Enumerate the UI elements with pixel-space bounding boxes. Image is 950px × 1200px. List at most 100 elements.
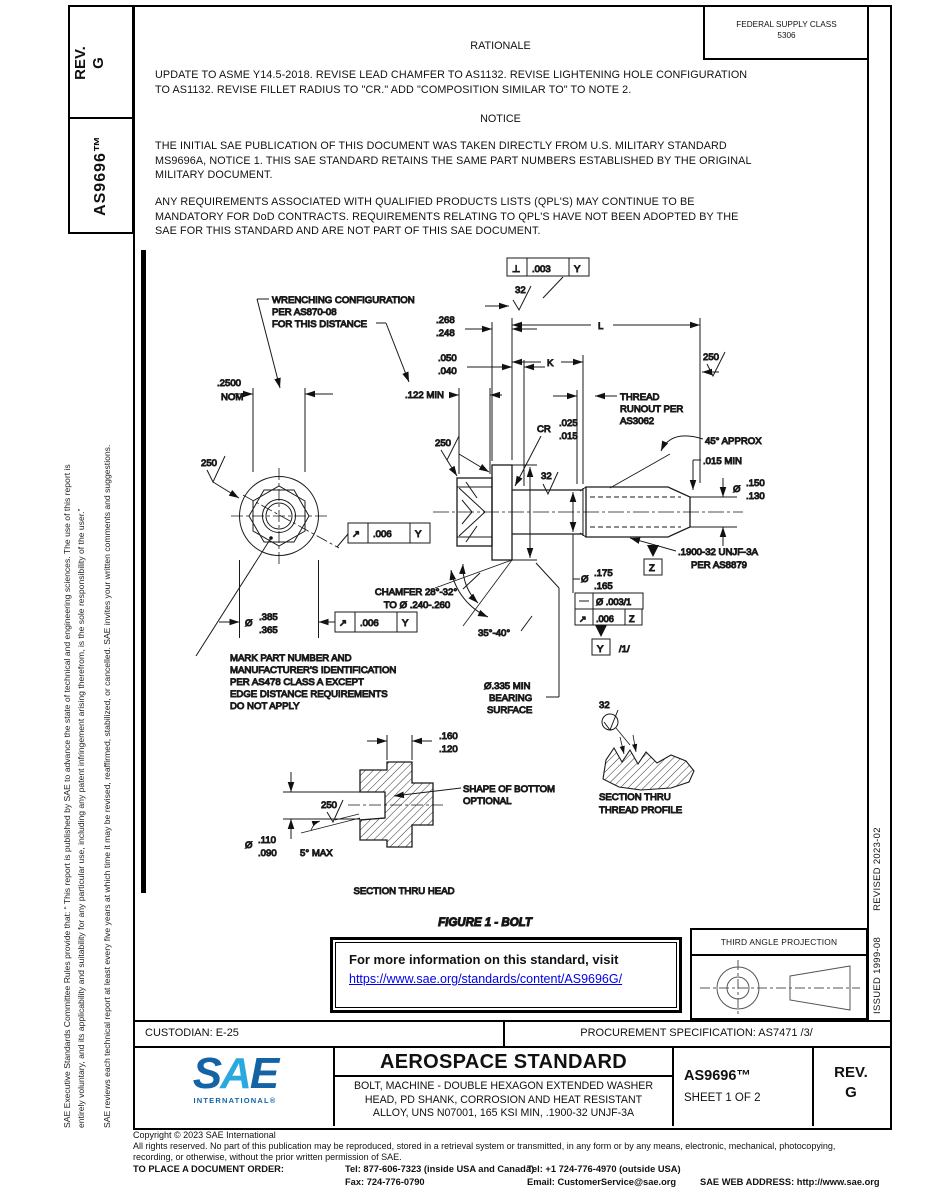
front-view bbox=[231, 468, 340, 564]
note-line: OPTIONAL bbox=[463, 796, 512, 807]
dim-150-130: Ø .150 .130 bbox=[690, 478, 765, 546]
dim-label: .175 bbox=[594, 568, 613, 579]
finish-label: 250 bbox=[435, 438, 451, 449]
fcf-value: .006 bbox=[596, 614, 614, 624]
title-rule bbox=[335, 1075, 672, 1077]
dim-label: K bbox=[547, 358, 554, 369]
fsc-value: 5306 bbox=[777, 31, 796, 40]
third-angle-projection-box: THIRD ANGLE PROJECTION bbox=[690, 928, 868, 1020]
spine-doc-number: AS9696™ bbox=[92, 135, 109, 216]
perpendicularity-symbol: ⊥ bbox=[512, 264, 520, 275]
figure-caption: FIGURE 1 - BOLT bbox=[438, 917, 533, 929]
dim-label: .165 bbox=[594, 581, 613, 592]
right-column-divider bbox=[867, 5, 869, 1020]
dim-label: Ø bbox=[733, 484, 741, 495]
third-angle-symbol bbox=[700, 960, 860, 1016]
dim-L: L bbox=[511, 318, 701, 483]
projection-title: THIRD ANGLE PROJECTION bbox=[692, 930, 866, 956]
thread-runout-note: THREAD RUNOUT PER AS3062 bbox=[553, 390, 684, 484]
notice-paragraph-2: ANY REQUIREMENTS ASSOCIATED WITH QUALIFI… bbox=[155, 195, 865, 239]
note-line: DO NOT APPLY bbox=[230, 701, 300, 712]
order-tel2: Tel: +1 724-776-4970 (outside USA) bbox=[527, 1164, 681, 1174]
logo-letter-e: E bbox=[249, 1049, 279, 1098]
standard-link[interactable]: https://www.sae.org/standards/content/AS… bbox=[349, 972, 623, 986]
federal-supply-class-box: FEDERAL SUPPLY CLASS 5306 bbox=[703, 5, 868, 60]
fcf-datum: Z bbox=[629, 614, 635, 624]
bearing-surface-note: Ø.335 MIN BEARING SURFACE bbox=[484, 464, 560, 717]
section-caption: SECTION THRU HEAD bbox=[353, 886, 454, 897]
notice-paragraph-1: THE INITIAL SAE PUBLICATION OF THIS DOCU… bbox=[155, 139, 865, 183]
section-thru-thread-profile: 32 SECTION THRU THREAD PROFILE bbox=[599, 700, 695, 817]
note-line: TO Ø .240-.260 bbox=[384, 600, 450, 611]
notice-title: NOTICE bbox=[480, 113, 521, 125]
issued-date: ISSUED 1999-08 bbox=[872, 936, 883, 1014]
rights-text: All rights reserved. No part of this pub… bbox=[133, 1141, 943, 1163]
dim-015-min: .015 MIN bbox=[689, 456, 742, 490]
order-label: TO PLACE A DOCUMENT ORDER: bbox=[133, 1164, 284, 1174]
logo-letter-a: A bbox=[220, 1049, 252, 1098]
notice1-line2: MS9696A, NOTICE 1. THIS SAE STANDARD RET… bbox=[155, 154, 752, 167]
rights-line2: recording, or otherwise, without the pri… bbox=[133, 1152, 402, 1162]
note-line: CHAMFER 28°-32° bbox=[375, 587, 457, 598]
dim-label: .150 bbox=[746, 478, 765, 489]
procurement-spec: PROCUREMENT SPECIFICATION: AS7471 /3/ bbox=[580, 1027, 813, 1039]
rev-label: REV. bbox=[834, 1064, 868, 1081]
note-line: MARK PART NUMBER AND bbox=[230, 653, 352, 664]
note-line: THREAD bbox=[620, 392, 660, 403]
logo-letter-s: S bbox=[192, 1049, 222, 1098]
dim-label: .040 bbox=[438, 366, 457, 377]
fsc-label: FEDERAL SUPPLY CLASS bbox=[736, 20, 837, 29]
notice1-line1: THE INITIAL SAE PUBLICATION OF THIS DOCU… bbox=[155, 140, 727, 152]
title-block-row1 bbox=[133, 1020, 890, 1048]
rationale-line2: TO AS1132. REVISE FILLET RADIUS TO "CR."… bbox=[155, 83, 632, 96]
wrenching-note: WRENCHING CONFIGURATION PER AS870-08 FOR… bbox=[256, 295, 415, 389]
datum-y: Y bbox=[597, 644, 604, 655]
finish-label: 32 bbox=[541, 471, 552, 482]
rev-cell: REV. G bbox=[812, 1063, 890, 1103]
dim-label: CR bbox=[537, 424, 551, 435]
rationale-text: UPDATE TO ASME Y14.5-2018. REVISE LEAD C… bbox=[155, 68, 865, 97]
note-line: Ø.335 MIN bbox=[484, 681, 530, 692]
left-legal-note-line2: entirely voluntary, and its applicabilit… bbox=[76, 508, 86, 1128]
rev-spine-box: REV. G bbox=[68, 5, 134, 121]
dim-label: 5° MAX bbox=[300, 848, 333, 859]
dim-label: L bbox=[598, 321, 604, 332]
fcf-runout-385: ↗ .006 Y bbox=[318, 611, 418, 633]
note-line: FOR THIS DISTANCE bbox=[272, 319, 367, 330]
note-flag: /1/ bbox=[619, 644, 630, 655]
runout-symbol: ↗ bbox=[352, 529, 360, 540]
note-line: .1900-32 UNJF-3A bbox=[678, 547, 759, 558]
note-line: SURFACE bbox=[487, 705, 532, 716]
surface-finish-250-thread: 250 bbox=[702, 352, 726, 378]
part-marking-note: MARK PART NUMBER AND MANUFACTURER'S IDEN… bbox=[195, 537, 397, 713]
dim-label: .122 MIN bbox=[405, 390, 444, 401]
dim-122-min: .122 MIN bbox=[405, 388, 502, 474]
fcf-datum: Y bbox=[402, 618, 409, 629]
docnum-cell-divider bbox=[672, 1046, 674, 1126]
notice2-line3: SAE FOR THIS STANDARD AND ARE NOT PART O… bbox=[155, 225, 541, 237]
left-legal-note-line1: SAE Executive Standards Committee Rules … bbox=[62, 464, 72, 1128]
dim-label: .090 bbox=[258, 848, 277, 859]
fcf-value: .006 bbox=[360, 618, 379, 629]
description-line1: BOLT, MACHINE - DOUBLE HEXAGON EXTENDED … bbox=[353, 1080, 654, 1092]
title-block-row2-border bbox=[133, 1046, 890, 1048]
side-view-bolt bbox=[433, 464, 743, 561]
rationale-line1: UPDATE TO ASME Y14.5-2018. REVISE LEAD C… bbox=[155, 69, 748, 81]
dim-label: .2500 bbox=[217, 378, 241, 389]
runout-symbol: ↗ bbox=[339, 618, 347, 629]
section-caption: SECTION THRU bbox=[599, 792, 671, 803]
dim-268-248: .268 .248 bbox=[436, 315, 537, 461]
dim-label: .025 bbox=[559, 418, 578, 429]
dim-385-365: Ø .385 .365 bbox=[219, 560, 331, 638]
finish-label: 250 bbox=[321, 800, 337, 811]
fcf-runout-upper: ↗ .006 Y bbox=[336, 522, 431, 548]
doc-number-spine-box: AS9696™ bbox=[68, 117, 134, 234]
note-45-approx: 45° APPROX bbox=[609, 435, 763, 489]
dim-2500-nom: .2500 NOM bbox=[217, 378, 333, 472]
finish-label: 32 bbox=[599, 700, 610, 711]
description-line3: ALLOY, UNS N07001, 165 KSI MIN, .1900-32… bbox=[372, 1107, 635, 1119]
dim-050-040: .050 .040 bbox=[438, 353, 545, 486]
description-line2: HEAD, PD SHANK, CORROSION AND HEAT RESIS… bbox=[364, 1093, 643, 1106]
logo-subtitle: INTERNATIONAL® bbox=[193, 1096, 277, 1105]
sheet-border bbox=[133, 5, 892, 1130]
